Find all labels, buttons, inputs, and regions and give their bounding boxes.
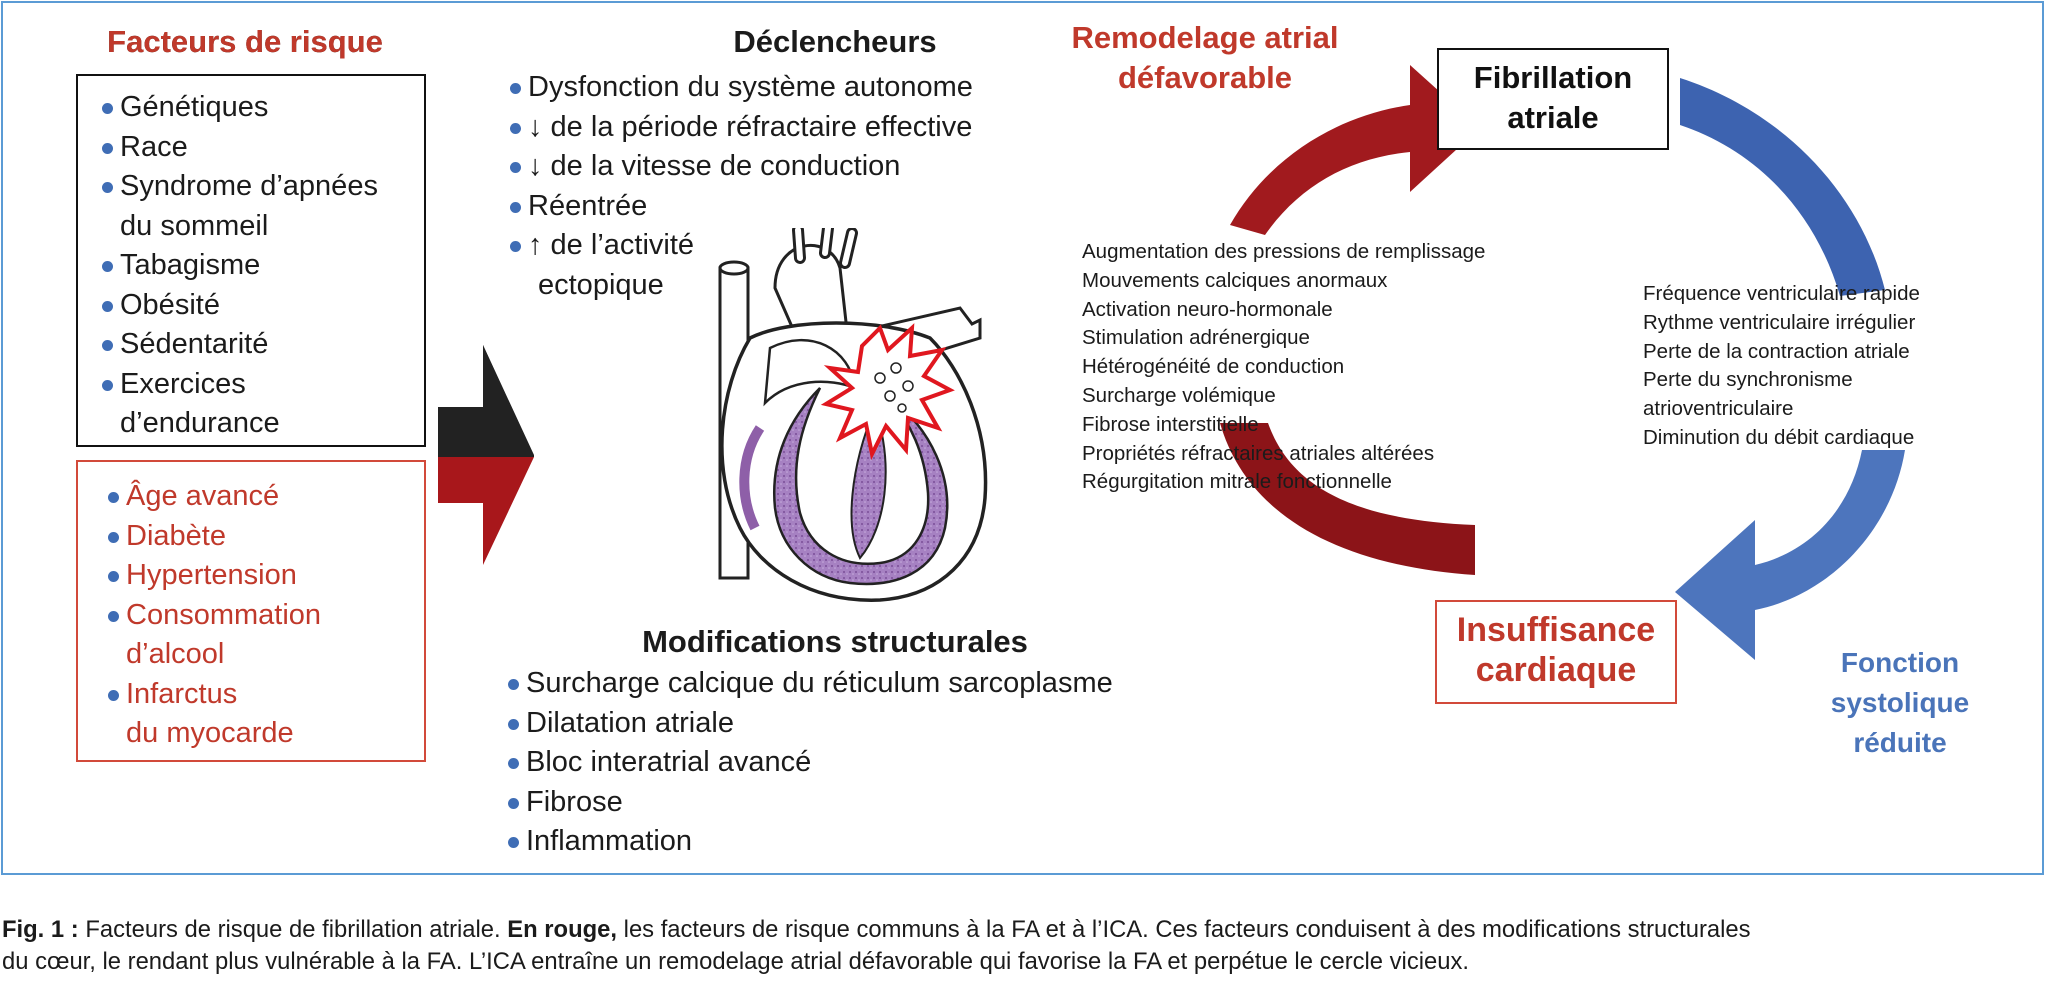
hf-box: Insuffisance cardiaque xyxy=(1435,600,1677,704)
triggers-list: Dysfonction du système autonome ↓ de la … xyxy=(506,68,973,305)
list-item-continuation: d’endurance xyxy=(120,407,280,439)
shared-risk-list: Âge avancé Diabète Hypertension Consomma… xyxy=(104,477,321,754)
list-item: Dilatation atriale xyxy=(504,704,1113,744)
mechanism-item: atrioventriculaire xyxy=(1643,397,1794,421)
list-item: Dysfonction du système autonome xyxy=(506,68,973,108)
list-item: Race xyxy=(98,128,378,168)
list-item: ↓ de la période réfractaire effective xyxy=(506,108,973,148)
systolic-label: Fonction systolique réduite xyxy=(1800,643,2000,763)
hf-box-line: Insuffisance xyxy=(1456,611,1656,649)
heart-illustration xyxy=(718,228,988,602)
mechanism-item: Perte de la contraction atriale xyxy=(1643,339,1910,363)
list-item: ↑ de l’activité xyxy=(506,226,973,266)
structural-list: Surcharge calcique du réticulum sarcopla… xyxy=(504,664,1113,862)
list-item: Bloc interatrial avancé xyxy=(504,743,1113,783)
mechanism-item: Fréquence ventriculaire rapide xyxy=(1643,282,1920,305)
mechanism-item: Diminution du débit cardiaque xyxy=(1643,425,1915,449)
risk-factors-title: Facteurs de risque xyxy=(107,24,383,59)
caption-line2: du cœur, le rendant plus vulnérable à la… xyxy=(2,948,1470,975)
mechanism-item: Stimulation adrénergique xyxy=(1082,326,1310,350)
systolic-label-line: systolique xyxy=(1830,687,1970,718)
list-item: Fibrose xyxy=(504,783,1113,823)
list-item: Tabagisme xyxy=(98,246,378,286)
list-item-continuation: du myocarde xyxy=(126,717,294,749)
list-item: Surcharge calcique du réticulum sarcopla… xyxy=(504,664,1113,704)
list-item: Consommation xyxy=(104,596,321,636)
list-item: Génétiques xyxy=(98,88,378,128)
common-risk-list: Génétiques Race Syndrome d’apnées du som… xyxy=(98,88,378,444)
caption-text: Facteurs de risque de fibrillation atria… xyxy=(85,916,501,943)
af-box: Fibrillation atriale xyxy=(1437,48,1669,150)
risk-to-heart-arrow xyxy=(438,345,534,565)
common-risk-box: Génétiques Race Syndrome d’apnées du som… xyxy=(76,74,426,447)
list-item: Inflammation xyxy=(504,822,1113,862)
structural-title: Modifications structurales xyxy=(642,624,1028,659)
figure-frame xyxy=(1,1,2044,875)
list-item: Réentrée xyxy=(506,187,973,227)
hf-to-af-mechanisms: Augmentation des pressions de remplissag… xyxy=(1082,238,1485,497)
mechanism-item: Surcharge volémique xyxy=(1082,383,1276,407)
list-item: ↓ de la vitesse de conduction xyxy=(506,147,973,187)
af-to-hf-mechanisms: Fréquence ventriculaire rapide Rythme ve… xyxy=(1643,280,1920,453)
remodeling-label-line: Remodelage atrial xyxy=(1071,20,1339,55)
mechanism-item: Perte du synchronisme xyxy=(1643,368,1853,392)
list-item-continuation: du sommeil xyxy=(120,209,269,242)
figure-caption: Fig. 1 : Facteurs de risque de fibrillat… xyxy=(2,914,2048,978)
caption-emphasis: En rouge, xyxy=(507,916,618,943)
triggers-title: Déclencheurs xyxy=(733,24,937,59)
list-item: Syndrome d’apnées xyxy=(98,167,378,207)
mechanism-item: Rythme ventriculaire irrégulier xyxy=(1643,310,1916,334)
shared-risk-box: Âge avancé Diabète Hypertension Consomma… xyxy=(76,460,426,762)
mechanism-item: Régurgitation mitrale fonctionnelle xyxy=(1082,470,1392,494)
mechanism-item: Hétérogénéité de conduction xyxy=(1082,355,1345,379)
caption-text: les facteurs de risque communs à la FA e… xyxy=(623,916,1751,943)
list-item: Exercices xyxy=(98,365,378,405)
remodeling-label: Remodelage atrial défavorable xyxy=(1040,18,1370,98)
mechanism-item: Activation neuro-hormonale xyxy=(1082,297,1333,321)
systolic-label-line: Fonction xyxy=(1840,647,1960,678)
list-item: Diabète xyxy=(104,517,321,557)
list-item-continuation: d’alcool xyxy=(126,638,225,670)
list-item: Sédentarité xyxy=(98,325,378,365)
mechanism-item: Mouvements calciques anormaux xyxy=(1082,268,1388,292)
list-item: Hypertension xyxy=(104,556,321,596)
list-item: Infarctus xyxy=(104,675,321,715)
systolic-label-line: réduite xyxy=(1853,727,1947,758)
list-item: Âge avancé xyxy=(104,477,321,517)
list-item: Obésité xyxy=(98,286,378,326)
mechanism-item: Fibrose interstitielle xyxy=(1082,412,1259,436)
mechanism-item: Propriétés réfractaires atriales altérée… xyxy=(1082,441,1435,465)
af-box-line: atriale xyxy=(1507,100,1599,135)
af-box-line: Fibrillation xyxy=(1473,60,1633,95)
hf-box-line: cardiaque xyxy=(1475,651,1637,689)
mechanism-item: Augmentation des pressions de remplissag… xyxy=(1082,240,1486,263)
list-item-continuation: ectopique xyxy=(538,268,664,301)
remodeling-label-line: défavorable xyxy=(1117,60,1292,95)
caption-label: Fig. 1 : xyxy=(2,916,79,943)
vicious-cycle-arrows xyxy=(1220,65,1905,660)
